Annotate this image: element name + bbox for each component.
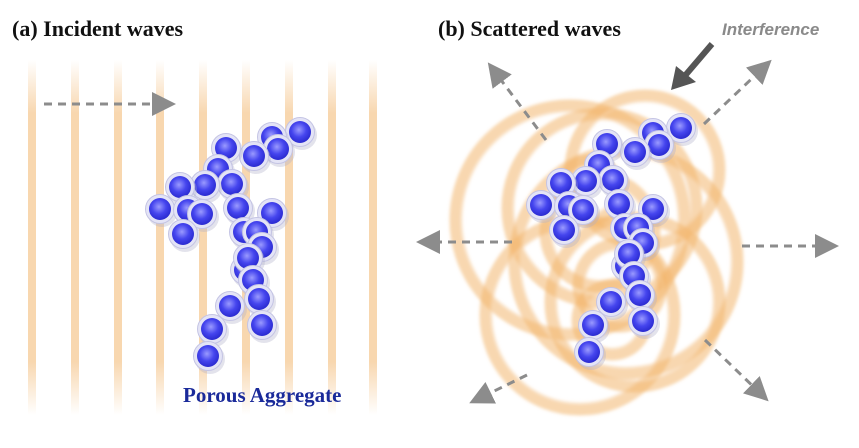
particle-icon bbox=[648, 134, 670, 156]
particle-icon bbox=[172, 223, 194, 245]
particle-icon bbox=[582, 314, 604, 336]
wave-front bbox=[28, 60, 36, 415]
particle-icon bbox=[194, 174, 216, 196]
particle-icon bbox=[578, 341, 600, 363]
particle-icon bbox=[221, 173, 243, 195]
particle-icon bbox=[191, 203, 213, 225]
particle-icon bbox=[169, 176, 191, 198]
particle-icon bbox=[632, 310, 654, 332]
porous-aggregate-b bbox=[526, 113, 698, 370]
particle-icon bbox=[602, 169, 624, 191]
particle-icon bbox=[201, 318, 223, 340]
particle-icon bbox=[575, 170, 597, 192]
particle-icon bbox=[261, 202, 283, 224]
panel-b-title: (b) Scattered waves bbox=[438, 16, 621, 41]
wave-front bbox=[328, 60, 336, 415]
wave-front bbox=[285, 60, 293, 415]
particle-icon bbox=[219, 295, 241, 317]
particle-icon bbox=[197, 345, 219, 367]
wave-front bbox=[199, 60, 207, 415]
particle-icon bbox=[553, 219, 575, 241]
particle-icon bbox=[243, 145, 265, 167]
interference-arrow-icon bbox=[680, 42, 715, 80]
particle-icon bbox=[624, 141, 646, 163]
particle-icon bbox=[629, 284, 651, 306]
particle-icon bbox=[618, 243, 640, 265]
particle-icon bbox=[251, 314, 273, 336]
particle-icon bbox=[289, 121, 311, 143]
interference-label: Interference bbox=[722, 20, 820, 39]
wave-front bbox=[156, 60, 164, 415]
wave-front bbox=[71, 60, 79, 415]
outgoing-arrows bbox=[416, 59, 839, 404]
particle-icon bbox=[248, 288, 270, 310]
porous-aggregate-label: Porous Aggregate bbox=[183, 383, 342, 407]
particle-icon bbox=[530, 194, 552, 216]
particle-icon bbox=[600, 291, 622, 313]
particle-icon bbox=[227, 197, 249, 219]
porous-aggregate-a bbox=[145, 117, 317, 374]
particle-icon bbox=[642, 198, 664, 220]
wave-front bbox=[114, 60, 122, 415]
scattered-ring-inner bbox=[459, 109, 681, 331]
particle-icon bbox=[608, 193, 630, 215]
particle-icon bbox=[670, 117, 692, 139]
scattered-ring-inner bbox=[489, 224, 671, 406]
wave-front bbox=[369, 60, 377, 415]
dashed-arrow-icon bbox=[702, 59, 772, 126]
panel-a-title: (a) Incident waves bbox=[12, 16, 184, 41]
particle-icon bbox=[267, 138, 289, 160]
scattered-ring bbox=[449, 99, 691, 341]
particle-icon bbox=[596, 133, 618, 155]
interference-arrowhead-icon bbox=[671, 66, 696, 90]
dashed-arrow-icon bbox=[487, 62, 548, 141]
particle-icon bbox=[572, 199, 594, 221]
dashed-arrow-icon bbox=[469, 373, 528, 404]
dashed-arrow-icon bbox=[703, 338, 769, 402]
particle-icon bbox=[215, 137, 237, 159]
particle-icon bbox=[550, 172, 572, 194]
particle-icon bbox=[149, 198, 171, 220]
particle-icon bbox=[237, 247, 259, 269]
